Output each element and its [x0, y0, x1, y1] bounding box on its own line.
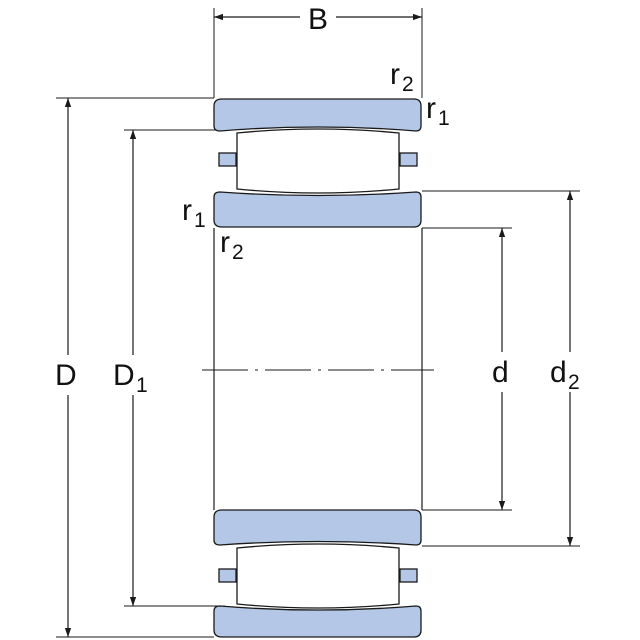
bottom-inner-ring: [213, 509, 422, 546]
label-r1-top-subscript: 1: [438, 107, 450, 130]
label-r2-left: r 2: [220, 226, 244, 264]
label-r2-left-main: r: [220, 226, 230, 259]
label-r1-left-main: r: [182, 194, 192, 227]
label-d-bore: d: [492, 356, 509, 389]
label-d1-subscript: 1: [136, 374, 148, 397]
label-d-outer: D: [55, 359, 77, 392]
label-d2-subscript: 2: [568, 371, 580, 394]
bottom-left-cage-bar: [218, 568, 237, 583]
bearing-side-lines: [213, 228, 423, 510]
label-b: B: [308, 3, 328, 36]
label-r2-top: r 2: [390, 58, 414, 96]
label-r2-top-subscript: 2: [402, 73, 414, 96]
label-r2-top-main: r: [390, 58, 400, 91]
top-bearing-section: [213, 98, 422, 228]
label-r1-left-subscript: 1: [194, 209, 206, 232]
top-outer-ring: [213, 98, 422, 132]
top-roller: [236, 128, 400, 194]
label-d1-main: D: [113, 359, 135, 392]
label-r1-top-main: r: [426, 92, 436, 125]
dimension-lines: [64, 13, 574, 637]
bottom-right-cage-bar: [399, 568, 418, 583]
extension-lines: [56, 8, 580, 638]
top-right-cage-bar: [399, 152, 418, 167]
bottom-outer-ring: [213, 605, 422, 638]
label-d2-main: d: [550, 356, 567, 389]
label-d2: d 2: [550, 356, 580, 394]
bottom-roller: [236, 543, 400, 609]
label-r1-left: r 1: [182, 194, 206, 232]
bottom-bearing-section: [213, 509, 422, 638]
top-left-cage-bar: [218, 152, 237, 167]
label-r1-top: r 1: [426, 92, 450, 130]
label-r2-left-subscript: 2: [232, 241, 244, 264]
label-d1: D 1: [113, 359, 148, 397]
top-inner-ring: [213, 191, 422, 228]
